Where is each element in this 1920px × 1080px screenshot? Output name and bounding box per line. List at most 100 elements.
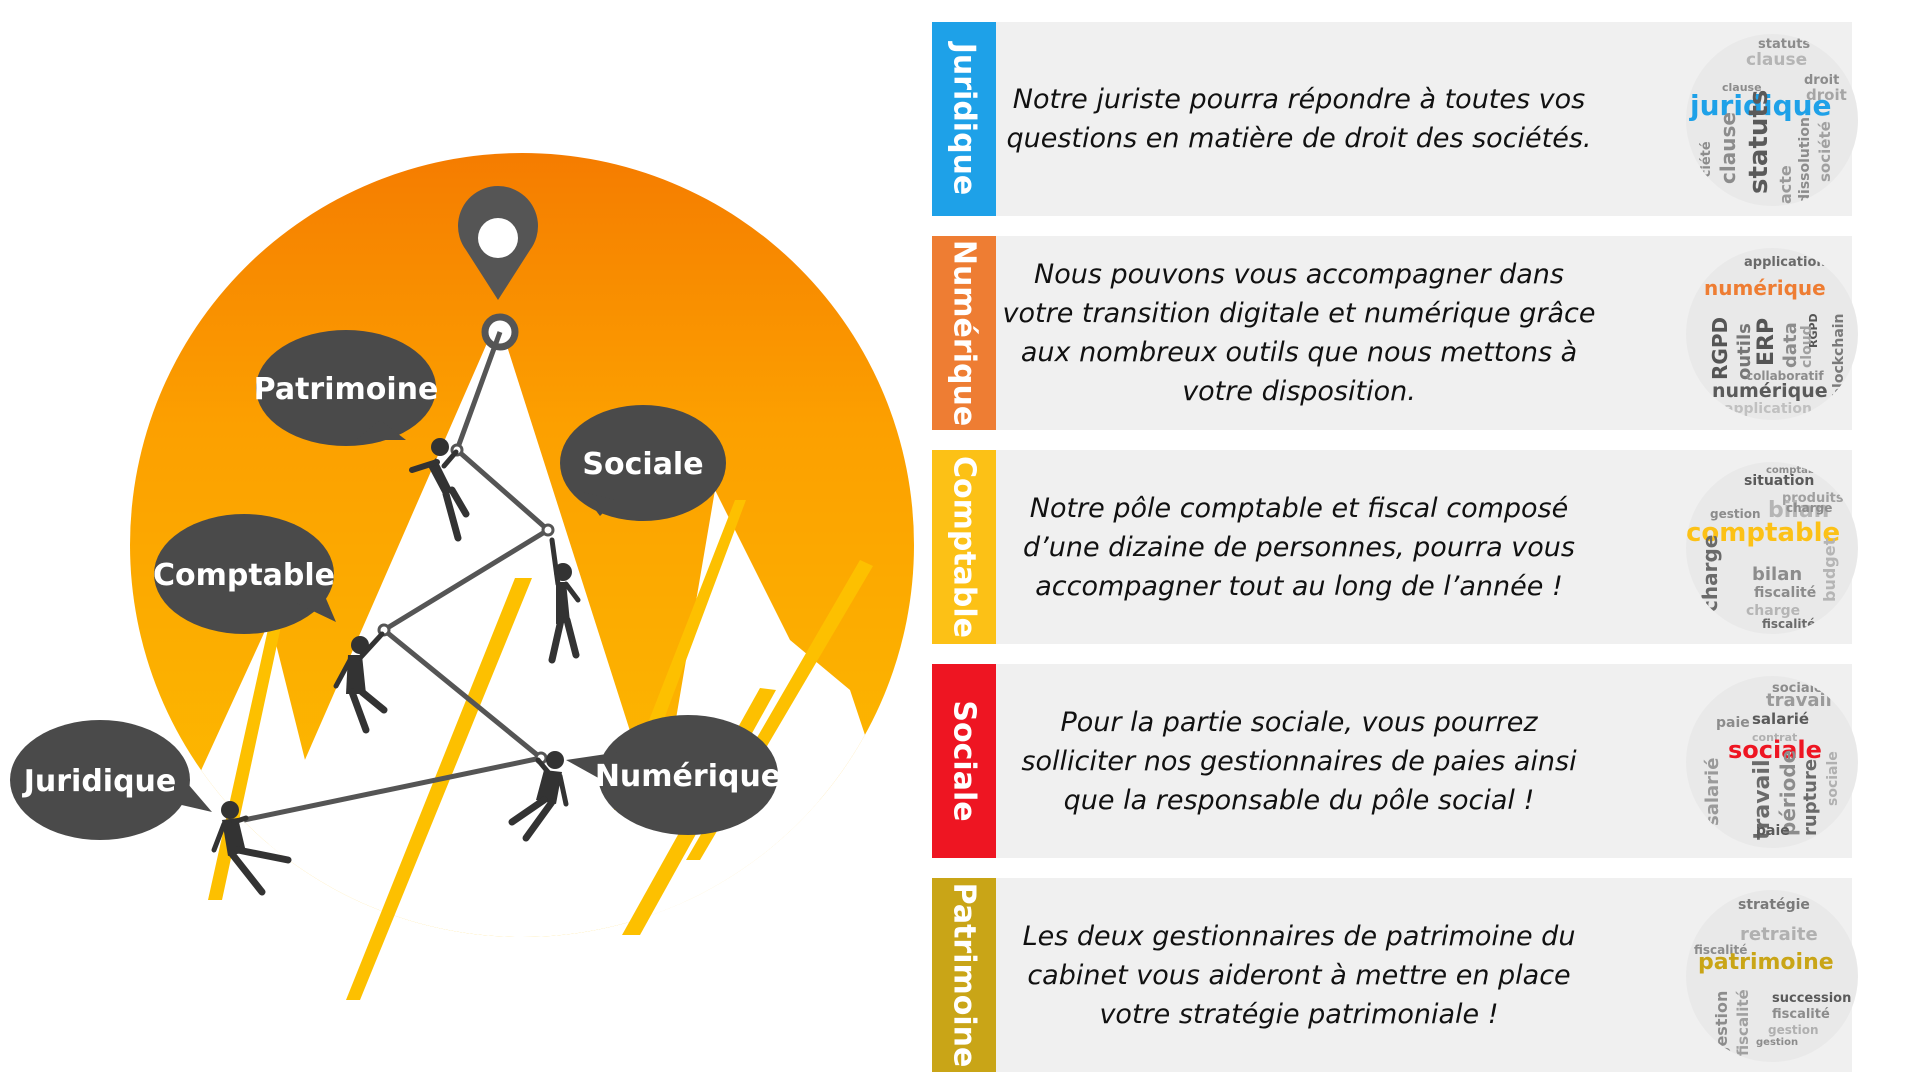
cloud-word: numérique <box>1712 380 1828 402</box>
cloud-word: sociale <box>1772 681 1823 696</box>
cloud-word: retraite <box>1740 924 1818 945</box>
cloud-word: fiscalité <box>1762 617 1816 631</box>
cloud-word: gestion <box>1756 1037 1799 1048</box>
cloud-word: société <box>1699 141 1714 194</box>
cloud-word: acte <box>1776 165 1795 204</box>
word-cloud-comptable-key: comptable <box>1686 518 1841 548</box>
cloud-word: salarié <box>1752 710 1810 728</box>
bubble-patrimoine-label: Patrimoine <box>254 372 439 407</box>
bubble-numerique-label: Numérique <box>595 759 781 794</box>
word-cloud-patrimoine-key: patrimoine <box>1698 950 1834 975</box>
word-cloud-juridique: statuts clause droit droit clause juridi… <box>1686 34 1858 206</box>
cloud-word: paie <box>1716 715 1750 731</box>
cloud-word: salarié <box>1702 757 1723 826</box>
cloud-word: fiscalité <box>1772 1007 1830 1022</box>
row-sociale: Sociale Pour la partie sociale, vous pou… <box>932 664 1858 858</box>
cloud-word: clause <box>1722 81 1762 94</box>
word-cloud-sociale-key: sociale <box>1728 736 1822 764</box>
climber-silhouette <box>409 438 470 542</box>
cloud-word: gestion <box>1712 990 1731 1058</box>
bubble-comptable: Comptable <box>153 514 336 634</box>
row-patrimoine-content: Les deux gestionnaires de patrimoine du … <box>996 878 1858 1072</box>
bubble-comptable-label: Comptable <box>153 558 335 593</box>
cloud-word: fiscalité <box>1694 943 1748 957</box>
cloud-word: RGPD <box>1708 316 1732 380</box>
cloud-word: clause <box>1746 50 1808 70</box>
row-comptable: Comptable Notre pôle comptable et fiscal… <box>932 450 1858 644</box>
tab-patrimoine: Patrimoine <box>932 878 996 1072</box>
cloud-word: clause <box>1716 112 1740 184</box>
row-juridique: Juridique Notre juriste pourra répondre … <box>932 22 1858 216</box>
cloud-word: application <box>1744 255 1826 270</box>
cloud-word: collaboratif <box>1746 369 1824 383</box>
cloud-word: statuts <box>1744 89 1774 194</box>
word-cloud-numerique-key: numérique <box>1704 276 1826 300</box>
tab-comptable: Comptable <box>932 450 996 644</box>
bubble-juridique: Juridique <box>10 720 212 840</box>
cloud-word: paie <box>1756 823 1790 839</box>
row-sociale-content: Pour la partie sociale, vous pourrez sol… <box>996 664 1858 858</box>
word-cloud-juridique-key: juridique <box>1690 89 1832 122</box>
cloud-word: statuts <box>1758 37 1811 52</box>
bubble-numerique: Numérique <box>566 715 781 835</box>
cloud-word: application <box>1724 401 1812 417</box>
cloud-word: fiscalité <box>1734 989 1752 1056</box>
cloud-word: bilan <box>1752 564 1803 585</box>
word-cloud-sociale: sociale travail salarié paie contrat soc… <box>1686 676 1858 848</box>
location-pin-icon <box>458 185 539 300</box>
cloud-word: fiscalité <box>1754 585 1817 601</box>
row-juridique-content: Notre juriste pourra répondre à toutes v… <box>996 22 1858 216</box>
row-comptable-text: Notre pôle comptable et fiscal composé d… <box>1023 492 1575 602</box>
climber-silhouette <box>333 631 388 734</box>
rope <box>243 331 551 823</box>
cloud-word: produits <box>1782 491 1844 506</box>
cloud-word: data <box>1780 322 1801 368</box>
cloud-word: gestion <box>1710 507 1761 521</box>
cloud-word: sociale <box>1825 751 1841 806</box>
row-comptable-content: Notre pôle comptable et fiscal composé d… <box>996 450 1858 644</box>
cloud-word: blockchain <box>1831 313 1847 398</box>
cloud-word: charge <box>1786 501 1833 515</box>
bubble-sociale-label: Sociale <box>582 447 703 482</box>
cloud-word: charge <box>1698 534 1722 612</box>
cloud-word: société <box>1816 121 1834 182</box>
cloud-word: droit <box>1806 86 1847 104</box>
cloud-word: rupture <box>1800 758 1821 836</box>
bubble-juridique-label: Juridique <box>22 764 177 799</box>
climber-silhouette <box>508 751 569 842</box>
tab-numerique: Numérique <box>932 236 996 430</box>
cloud-word: cloud <box>1799 325 1815 368</box>
cloud-word: succession <box>1772 991 1852 1006</box>
cloud-word: bilan <box>1768 498 1830 523</box>
row-numerique-content: Nous pouvons vous accompagner dans votre… <box>996 236 1858 430</box>
cloud-word: gestion <box>1768 1023 1819 1037</box>
row-juridique-text: Notre juriste pourra répondre à toutes v… <box>1006 84 1592 154</box>
cloud-word: dissolution <box>1797 117 1813 204</box>
word-cloud-patrimoine: stratégie retraite fiscalité patrimoine … <box>1686 890 1858 1062</box>
cloud-word: situation <box>1744 473 1815 489</box>
tab-sociale-label: Sociale <box>946 700 982 822</box>
tab-juridique-label: Juridique <box>946 42 982 196</box>
row-numerique-text: Nous pouvons vous accompagner dans votre… <box>1002 259 1596 407</box>
tab-juridique: Juridique <box>932 22 996 216</box>
cloud-word: contrat <box>1752 731 1798 744</box>
row-sociale-text: Pour la partie sociale, vous pourrez sol… <box>1021 706 1577 816</box>
cloud-word: travail <box>1766 690 1832 711</box>
row-patrimoine-text: Les deux gestionnaires de patrimoine du … <box>1022 920 1576 1030</box>
tab-sociale: Sociale <box>932 664 996 858</box>
climber-silhouette <box>211 801 292 896</box>
mountain-climbing-illustration: Patrimoine Sociale Comptable Juridique N… <box>10 153 914 1000</box>
cloud-word: budget <box>1820 537 1839 602</box>
row-patrimoine: Patrimoine Les deux gestionnaires de pat… <box>932 878 1858 1072</box>
word-cloud-numerique: application numérique RGPD outils RGPD E… <box>1686 248 1858 420</box>
bubble-patrimoine: Patrimoine <box>254 330 439 446</box>
climber-silhouette <box>548 537 581 664</box>
cloud-word: droit <box>1804 73 1840 88</box>
word-cloud-comptable: comptable situation produits gestion bil… <box>1686 462 1858 634</box>
cloud-word: ERP <box>1754 317 1779 366</box>
cloud-word: stratégie <box>1738 897 1810 913</box>
cloud-word: comptable <box>1766 465 1826 476</box>
tab-numerique-label: Numérique <box>946 239 982 427</box>
bubble-sociale: Sociale <box>560 405 726 521</box>
tab-patrimoine-label: Patrimoine <box>946 882 982 1068</box>
